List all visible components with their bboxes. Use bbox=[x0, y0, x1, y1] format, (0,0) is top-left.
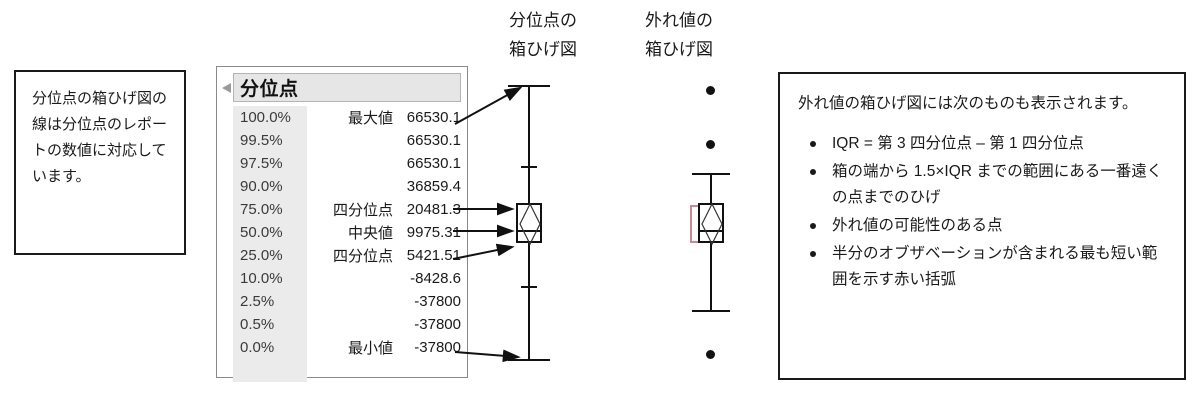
quantile-label: 最大値 bbox=[347, 110, 393, 127]
boxplot-max-cap bbox=[508, 85, 550, 87]
table-row[interactable]: 25.0% 四分位点 5421.51 bbox=[217, 244, 467, 267]
bullet-dot-icon bbox=[810, 223, 816, 229]
quantile-value: 66530.1 bbox=[406, 132, 461, 149]
boxplot-median-line bbox=[516, 230, 542, 232]
quantile-label: 中央値 bbox=[347, 225, 393, 242]
boxplot-upper-tick bbox=[521, 166, 537, 168]
quantile-percent: 50.0% bbox=[240, 224, 283, 241]
boxplot-outlier-point bbox=[706, 86, 715, 95]
quantile-panel-header[interactable]: 分位点 bbox=[222, 73, 461, 102]
outlier-boxplot-heading: 外れ値の 箱ひげ図 bbox=[614, 6, 744, 64]
quantile-label: 最小値 bbox=[347, 340, 393, 357]
outlier-boxplot bbox=[678, 78, 748, 368]
quantile-value: -8428.6 bbox=[410, 270, 461, 287]
table-row[interactable]: 97.5% 66530.1 bbox=[217, 152, 467, 175]
list-item-text: 外れ値の可能性のある点 bbox=[832, 217, 1003, 234]
outlier-boxplot-heading-line1: 外れ値の bbox=[645, 11, 713, 30]
table-row[interactable]: 0.5% -37800 bbox=[217, 313, 467, 336]
quantile-boxplot bbox=[496, 78, 566, 368]
table-row[interactable]: 90.0% 36859.4 bbox=[217, 175, 467, 198]
boxplot-mean-diamond bbox=[701, 202, 723, 246]
quantile-percent: 97.5% bbox=[240, 155, 283, 172]
list-item: IQR = 第 3 四分位点 – 第 1 四分位点 bbox=[810, 131, 1170, 157]
table-row[interactable]: 50.0% 中央値 9975.31 bbox=[217, 221, 467, 244]
quantile-percent: 25.0% bbox=[240, 247, 283, 264]
list-item: 半分のオブザベーションが含まれる最も短い範囲を示す赤い括弧 bbox=[810, 241, 1170, 293]
quantile-value: 5421.51 bbox=[406, 247, 461, 264]
boxplot-median-line bbox=[698, 230, 724, 232]
boxplot-outlier-point bbox=[706, 350, 715, 359]
quantile-percent: 75.0% bbox=[240, 201, 283, 218]
boxplot-outlier-point bbox=[706, 140, 715, 149]
quantile-percent: 90.0% bbox=[240, 178, 283, 195]
quantile-boxplot-heading-line2: 箱ひげ図 bbox=[509, 40, 577, 59]
quantile-report-panel: 分位点 100.0% 最大値 66530.1 99.5% 66530.1 97.… bbox=[216, 66, 468, 382]
quantile-boxplot-heading-line1: 分位点の bbox=[509, 11, 577, 30]
bullet-dot-icon bbox=[810, 141, 816, 147]
list-item: 箱の端から 1.5×IQR までの範囲にある一番遠くの点までのひげ bbox=[810, 159, 1170, 211]
quantile-percent: 100.0% bbox=[240, 109, 291, 126]
boxplot-lower-whisker-cap bbox=[692, 310, 730, 312]
quantile-label: 四分位点 bbox=[332, 202, 393, 219]
table-row[interactable]: 10.0% -8428.6 bbox=[217, 267, 467, 290]
left-explanation-callout: 分位点の箱ひげ図の線は分位点のレポートの数値に対応しています。 bbox=[14, 70, 186, 255]
quantile-label: 四分位点 bbox=[332, 248, 393, 265]
boxplot-mean-diamond bbox=[519, 202, 541, 246]
list-item-text: IQR = 第 3 四分位点 – 第 1 四分位点 bbox=[832, 135, 1084, 152]
quantile-rows: 100.0% 最大値 66530.1 99.5% 66530.1 97.5% 6… bbox=[217, 106, 467, 382]
table-row[interactable]: 100.0% 最大値 66530.1 bbox=[217, 106, 467, 129]
triangle-right-icon[interactable] bbox=[222, 83, 231, 93]
quantile-value: 9975.31 bbox=[406, 224, 461, 241]
right-explanation-callout: 外れ値の箱ひげ図には次のものも表示されます。 IQR = 第 3 四分位点 – … bbox=[778, 72, 1186, 380]
list-item: 外れ値の可能性のある点 bbox=[810, 213, 1170, 239]
quantile-percent: 10.0% bbox=[240, 270, 283, 287]
right-explanation-bullet-list: IQR = 第 3 四分位点 – 第 1 四分位点 箱の端から 1.5×IQR … bbox=[798, 131, 1170, 293]
bullet-dot-icon bbox=[810, 169, 816, 175]
quantile-value: 36859.4 bbox=[406, 178, 461, 195]
table-row[interactable]: 2.5% -37800 bbox=[217, 290, 467, 313]
quantile-value: -37800 bbox=[414, 339, 461, 356]
left-explanation-text: 分位点の箱ひげ図の線は分位点のレポートの数値に対応しています。 bbox=[32, 90, 168, 185]
percent-column-background bbox=[233, 106, 307, 382]
boxplot-min-cap bbox=[508, 359, 550, 361]
quantile-value: -37800 bbox=[414, 316, 461, 333]
quantile-boxplot-heading: 分位点の 箱ひげ図 bbox=[478, 6, 608, 64]
right-explanation-lead: 外れ値の箱ひげ図には次のものも表示されます。 bbox=[798, 95, 1138, 112]
quantile-value: 66530.1 bbox=[406, 155, 461, 172]
quantile-percent: 0.5% bbox=[240, 316, 275, 333]
list-item-text: 箱の端から 1.5×IQR までの範囲にある一番遠くの点までのひげ bbox=[832, 163, 1163, 206]
quantile-value: -37800 bbox=[414, 293, 461, 310]
table-row[interactable]: 99.5% 66530.1 bbox=[217, 129, 467, 152]
shortest-half-red-bracket bbox=[690, 205, 698, 243]
boxplot-upper-whisker-cap bbox=[692, 173, 730, 175]
boxplot-lower-tick bbox=[521, 286, 537, 288]
quantile-value: 66530.1 bbox=[406, 109, 461, 126]
quantile-panel-title: 分位点 bbox=[240, 79, 299, 100]
quantile-percent: 99.5% bbox=[240, 132, 283, 149]
quantile-percent: 0.0% bbox=[240, 339, 275, 356]
table-row[interactable]: 75.0% 四分位点 20481.3 bbox=[217, 198, 467, 221]
list-item-text: 半分のオブザベーションが含まれる最も短い範囲を示す赤い括弧 bbox=[832, 245, 1158, 288]
bullet-dot-icon bbox=[810, 251, 816, 257]
quantile-percent: 2.5% bbox=[240, 293, 275, 310]
quantile-value: 20481.3 bbox=[406, 201, 461, 218]
table-row[interactable]: 0.0% 最小値 -37800 bbox=[217, 336, 467, 359]
outlier-boxplot-heading-line2: 箱ひげ図 bbox=[645, 40, 713, 59]
